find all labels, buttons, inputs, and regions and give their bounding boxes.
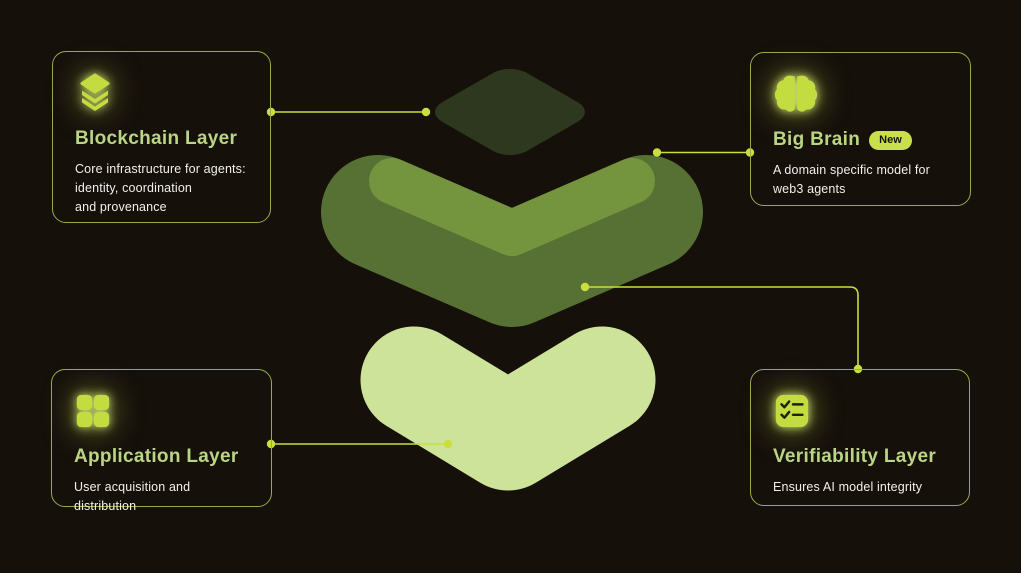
layer-chevron-middle-dark [321,155,703,327]
card-big-brain: Big Brain New A domain specific model fo… [750,52,971,206]
layer-chevron-middle-light [369,158,655,256]
checklist-icon [773,390,947,432]
bigbrain-title-row: Big Brain New [773,129,948,152]
brain-icon [773,73,948,115]
card-verifiability-layer: Verifiability Layer Ensures AI model int… [750,369,970,506]
bigbrain-description: A domain specific model for web3 agents [773,162,930,196]
bigbrain-title: Big Brain [773,129,861,150]
connector-verifiability [585,286,859,369]
blockchain-title: Blockchain Layer [75,128,238,149]
blockchain-description: Core infrastructure for agents: identity… [75,161,246,214]
layers-icon [75,72,248,114]
layer-chevron-bottom [360,326,656,491]
grid-icon [74,390,249,432]
application-description: User acquisition and distribution [74,479,191,513]
new-badge: New [869,130,912,150]
card-blockchain-layer: Blockchain Layer Core infrastructure for… [52,51,271,223]
verifiability-description: Ensures AI model integrity [773,479,923,494]
application-title: Application Layer [74,446,239,467]
verifiability-title: Verifiability Layer [773,446,937,467]
card-application-layer: Application Layer User acquisition and d… [51,369,272,513]
connector-lines [271,111,859,445]
layer-diamond-top [435,68,585,156]
